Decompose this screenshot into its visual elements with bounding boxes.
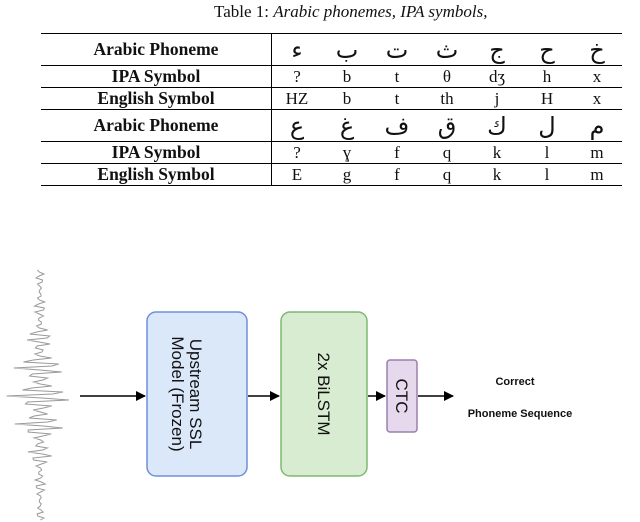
table-cell: th: [422, 87, 472, 110]
upstream-label-line2: Model (Frozen): [168, 336, 187, 451]
table-cell: m: [572, 141, 622, 164]
waveform-icon: [6, 269, 69, 521]
table-row: IPA Symbol ? ɣ f q k l m: [41, 141, 622, 164]
table-row: English Symbol E g f q k l m: [41, 163, 622, 186]
table-cell: f: [372, 141, 422, 164]
table-cell: k: [472, 163, 522, 186]
bilstm-label: 2x BiLSTM: [314, 352, 333, 435]
table-cell: t: [372, 87, 422, 110]
table-cell: dʒ: [472, 65, 522, 88]
table-cell: م: [572, 109, 622, 142]
table-cell: q: [422, 163, 472, 186]
row-label: IPA Symbol: [41, 65, 272, 88]
ctc-label: CTC: [392, 379, 411, 414]
table-cell: ب: [322, 33, 372, 66]
row-label: Arabic Phoneme: [41, 109, 272, 142]
table-cell: g: [322, 163, 372, 186]
phoneme-table: Arabic Phoneme ء ب ت ث ج ح خ IPA Symbol …: [41, 33, 622, 186]
table-cell: ع: [271, 109, 322, 142]
table-cell: ث: [422, 33, 472, 66]
table-cell: k: [472, 141, 522, 164]
table-caption: Table 1: Arabic phonemes, IPA symbols,: [214, 2, 640, 22]
table-cell: q: [422, 141, 472, 164]
table-row: Arabic Phoneme ء ب ت ث ج ح خ: [41, 33, 622, 66]
table-cell: ج: [472, 33, 522, 66]
table-cell: ɣ: [322, 141, 372, 164]
table-cell: θ: [422, 65, 472, 88]
table-cell: ك: [472, 109, 522, 142]
upstream-label-line1: Upstream SSL: [186, 339, 205, 450]
table-cell: ت: [372, 33, 422, 66]
table-cell: ح: [522, 33, 572, 66]
table-cell: غ: [322, 109, 372, 142]
table-cell: b: [322, 87, 372, 110]
table-cell: E: [271, 163, 322, 186]
caption-prefix: Table 1:: [214, 2, 269, 21]
row-label: English Symbol: [41, 87, 272, 110]
ctc-box: CTC: [386, 359, 418, 433]
table-cell: ?: [271, 141, 322, 164]
table-cell: ل: [522, 109, 572, 142]
table-cell: ?: [271, 65, 322, 88]
table-cell: m: [572, 163, 622, 186]
table-cell: x: [572, 87, 622, 110]
row-label: Arabic Phoneme: [41, 33, 272, 66]
table-cell: خ: [572, 33, 622, 66]
table-cell: t: [372, 65, 422, 88]
bilstm-box: 2x BiLSTM: [280, 311, 368, 477]
caption-text: Arabic phonemes, IPA symbols,: [273, 2, 488, 21]
row-label: IPA Symbol: [41, 141, 272, 164]
table-cell: l: [522, 163, 572, 186]
table-cell: x: [572, 65, 622, 88]
table-cell: j: [472, 87, 522, 110]
table-row: IPA Symbol ? b t θ dʒ h x: [41, 65, 622, 88]
table-cell: ق: [422, 109, 472, 142]
table-row: English Symbol HZ b t th j H x: [41, 87, 622, 110]
table-cell: HZ: [271, 87, 322, 110]
table-row: Arabic Phoneme ع غ ف ق ك ل م: [41, 109, 622, 142]
table-cell: H: [522, 87, 572, 110]
table-cell: ف: [372, 109, 422, 142]
table-cell: b: [322, 65, 372, 88]
table-cell: h: [522, 65, 572, 88]
table-cell: l: [522, 141, 572, 164]
output-label-line1: Correct: [495, 376, 534, 388]
table-cell: f: [372, 163, 422, 186]
row-label: English Symbol: [41, 163, 272, 186]
output-label-line2: Phoneme Sequence: [468, 408, 573, 420]
table-cell: ء: [271, 33, 322, 66]
upstream-ssl-box: Upstream SSL Model (Frozen): [146, 311, 248, 477]
